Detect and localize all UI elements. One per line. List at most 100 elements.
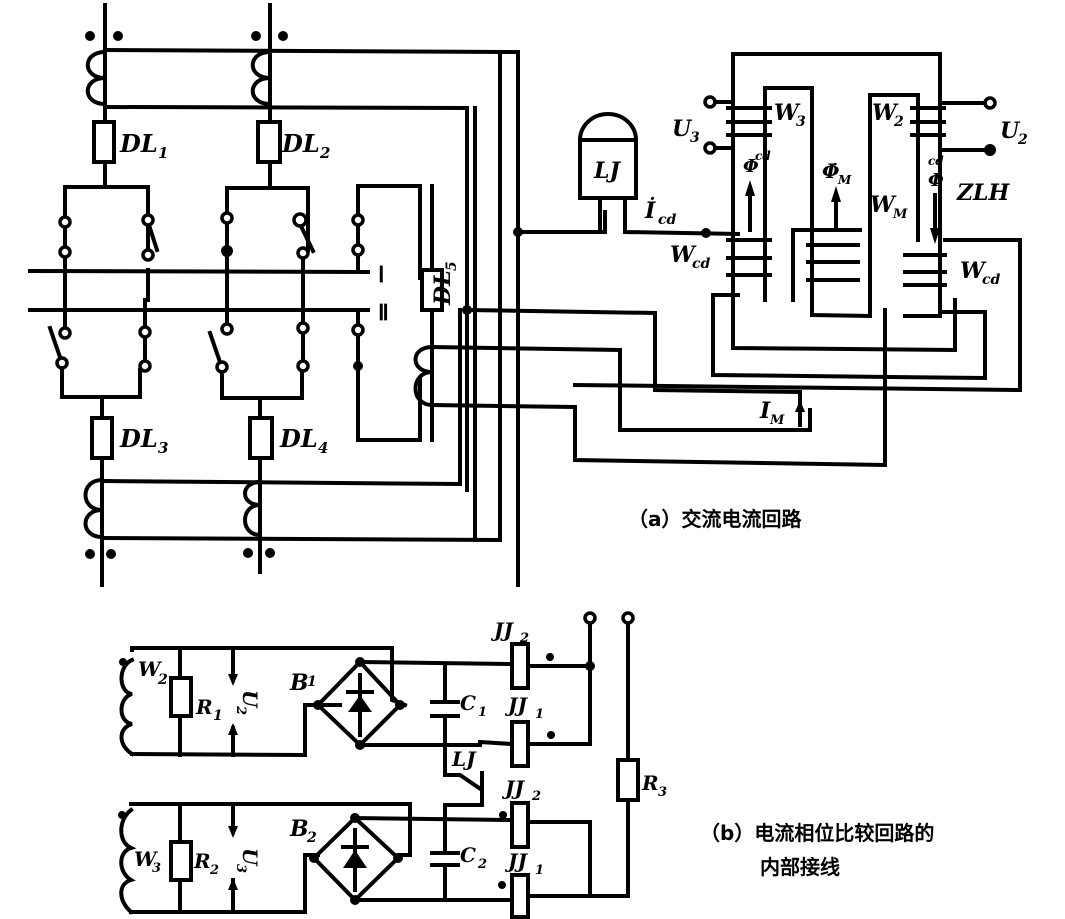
flux-phicd-right-label: Φ	[928, 170, 944, 191]
transformer-zlh-label: ZLH	[956, 180, 1011, 206]
capacitor-c1-label: C	[460, 691, 476, 715]
current-im-label: I	[759, 398, 771, 424]
svg-text:2: 2	[319, 144, 330, 162]
relay-coil-jj2-lower	[510, 801, 530, 849]
svg-text:5: 5	[444, 261, 460, 271]
part-a-ac-current-circuit: Ⅰ Ⅱ	[27, 3, 1028, 587]
resistor-r1-label: R	[195, 695, 213, 719]
current-icd-label: İ	[644, 196, 656, 224]
bridge-b1-label: B	[289, 670, 309, 696]
svg-text:4: 4	[318, 439, 328, 457]
svg-text:2: 2	[209, 863, 219, 878]
svg-text:1: 1	[307, 674, 317, 690]
caption-b-line2: 内部接线	[760, 855, 840, 879]
svg-text:3: 3	[796, 114, 806, 130]
resistor-r2-label: R	[193, 849, 211, 873]
breaker-dl1-label: DL	[119, 129, 158, 158]
busbar-1-label: Ⅰ	[378, 262, 385, 287]
bridge-b2	[309, 813, 403, 905]
svg-text:2: 2	[306, 830, 317, 846]
svg-text:1: 1	[535, 707, 544, 722]
feeder-3	[83, 396, 116, 587]
winding-w3-b-label: W	[134, 847, 159, 871]
svg-text:1: 1	[535, 863, 544, 878]
svg-text:cd: cd	[928, 154, 944, 168]
relay-coil-jj1-lower	[510, 873, 530, 919]
relay-lj: LJ	[578, 112, 741, 237]
feeder-2	[225, 3, 310, 252]
svg-text:3: 3	[690, 130, 700, 146]
relay-coil-jj2-lower-label: JJ	[501, 776, 525, 800]
ct-coil-2	[250, 49, 273, 107]
breaker-dl2	[256, 120, 282, 164]
svg-text:2: 2	[1017, 132, 1028, 148]
relay-coil-jj1-upper	[510, 720, 530, 768]
voltage-u3-b-label: U	[238, 848, 262, 867]
breaker-dl4	[248, 416, 274, 460]
winding-w3-b	[119, 807, 137, 915]
busbar-1	[27, 268, 371, 275]
voltage-u3-label: U	[672, 116, 693, 142]
svg-text:M: M	[892, 207, 908, 222]
winding-wcd-left-label: W	[670, 242, 697, 268]
ct-coil-1	[85, 49, 108, 107]
caption-a: （a）交流电流回路	[628, 507, 802, 531]
ct-coil-3	[83, 477, 105, 540]
svg-text:M: M	[769, 413, 785, 428]
svg-text:2: 2	[519, 631, 529, 646]
svg-text:cd: cd	[982, 272, 1001, 288]
relay-lj-label: LJ	[593, 158, 621, 184]
flux-phim-label: Φ̇	[822, 159, 840, 183]
svg-text:cd: cd	[692, 256, 711, 272]
winding-wcd-right-label: W	[960, 258, 987, 284]
caption-b-line1: （b）电流相位比较回路的	[700, 821, 934, 845]
relay-coil-jj2-upper	[510, 642, 530, 690]
breaker-dl3	[90, 416, 114, 460]
winding-w3-label: W	[774, 100, 801, 126]
voltage-u2-label: U	[1000, 118, 1021, 144]
relay-coil-jj1-lower-label: JJ	[504, 849, 528, 873]
resistor-r2	[169, 840, 193, 882]
svg-text:1: 1	[213, 708, 223, 724]
svg-text:1: 1	[478, 705, 487, 720]
contact-lj-label: LJ	[451, 747, 477, 771]
breaker-dl4-label: DL	[279, 424, 318, 453]
bridge-b2-label: B	[289, 816, 309, 842]
svg-text:2: 2	[233, 705, 248, 715]
resistor-r1	[169, 676, 193, 718]
ct-coil-5	[413, 344, 435, 408]
capacitor-c2-label: C	[460, 843, 476, 867]
svg-text:3: 3	[658, 785, 667, 800]
flux-phicd-left-label: Φ	[743, 156, 759, 177]
relay-coil-jj1-upper-label: JJ	[504, 693, 528, 717]
breaker-dl1	[92, 120, 116, 164]
feeder-4	[243, 396, 275, 574]
svg-text:3: 3	[152, 861, 161, 876]
svg-text:2: 2	[157, 672, 168, 688]
svg-text:3: 3	[233, 864, 248, 873]
svg-text:cd: cd	[658, 212, 677, 228]
svg-text:3: 3	[158, 439, 168, 457]
svg-text:2: 2	[893, 114, 904, 130]
ct-coil-4	[243, 479, 263, 538]
svg-text:M: M	[837, 173, 852, 187]
winding-wm-label: W	[870, 192, 897, 218]
busbar-2-label: Ⅱ	[378, 300, 389, 325]
winding-w2-b-label: W	[138, 657, 163, 681]
transformer-zlh	[572, 52, 1022, 427]
resistor-r3-label: R	[641, 771, 659, 795]
winding-w2-label: W	[872, 100, 899, 126]
resistor-r3	[616, 758, 640, 802]
svg-text:cd: cd	[755, 149, 771, 163]
breaker-dl3-label: DL	[119, 424, 158, 453]
svg-text:2: 2	[477, 857, 487, 872]
breaker-dl2-label: DL	[281, 129, 320, 158]
relay-coil-jj2-upper-label: JJ	[490, 618, 514, 642]
part-b-phase-comparison: W 2 R 1 U 2 B 1 C 1 JJ 2 JJ 1 LJ JJ 2 JJ…	[118, 611, 934, 919]
voltage-u2-b-label: U	[238, 690, 262, 709]
svg-text:2: 2	[531, 789, 541, 804]
busbars: Ⅰ Ⅱ	[27, 262, 389, 325]
isolators-upper	[58, 184, 422, 302]
feeder-1	[63, 3, 150, 252]
